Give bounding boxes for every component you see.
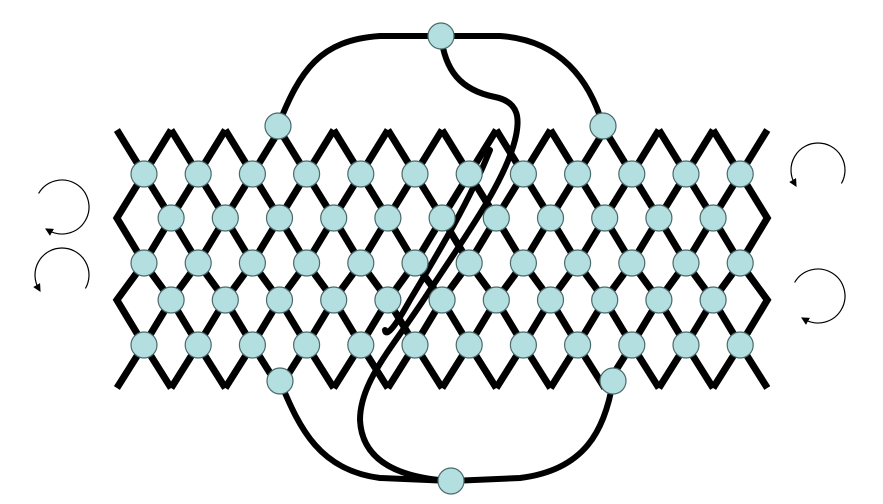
lattice-node [266, 367, 294, 395]
inner-s-strand-left [357, 33, 521, 484]
lattice-node [509, 331, 538, 359]
lattice-node [536, 204, 565, 232]
lattice-node [293, 160, 321, 188]
lattice-node [563, 249, 592, 277]
lattice-node [374, 204, 402, 232]
lattice-node [374, 286, 402, 314]
lattice-node [130, 331, 158, 359]
lattice-node [699, 204, 727, 232]
lattice-node [599, 367, 627, 395]
lattice-node [645, 286, 673, 314]
lattice-node [238, 331, 266, 359]
lattice-node [347, 160, 375, 188]
lattice-node [509, 249, 538, 277]
inner-s-strand-right [382, 147, 493, 336]
lattice-node [293, 331, 321, 359]
lattice-node [672, 331, 700, 359]
lattice-node [455, 249, 483, 277]
lattice-node [455, 331, 483, 359]
lattice-node [437, 467, 465, 495]
lattice-node [320, 286, 348, 314]
lattice-node [591, 286, 619, 314]
counterclockwise-rotation-icon [33, 247, 90, 292]
lattice-node [265, 286, 294, 314]
lattice-node [726, 249, 754, 277]
bottom-outer-loop [277, 378, 616, 484]
lattice-node [238, 249, 266, 277]
lattice-node [401, 331, 429, 359]
bridging-loops [275, 33, 616, 484]
lattice-node [536, 286, 565, 314]
counterclockwise-rotation-icon [789, 142, 846, 187]
lattice-node [428, 204, 456, 232]
lattice-node [157, 286, 185, 314]
lattice-node [482, 204, 510, 232]
lattice-node [563, 160, 592, 188]
lattice-node [184, 249, 212, 277]
lattice-node [347, 249, 375, 277]
lattice-node [211, 286, 239, 314]
lattice-node [726, 160, 754, 188]
lattice-node [130, 249, 158, 277]
rotation-icons [33, 142, 846, 325]
lattice-node [509, 160, 538, 188]
lattice-node [672, 249, 700, 277]
lattice-node [184, 160, 212, 188]
lattice-node [238, 160, 266, 188]
lattice-node [428, 286, 456, 314]
clockwise-rotation-icon [794, 268, 846, 325]
lattice-node [401, 249, 429, 277]
lattice-node [563, 331, 592, 359]
lattice-node [347, 331, 375, 359]
clockwise-rotation-icon [38, 179, 90, 236]
lattice-node [726, 331, 754, 359]
lattice-node [591, 204, 619, 232]
lattice-node [589, 112, 617, 140]
lattice-nodes [130, 22, 754, 495]
lattice-node [618, 331, 646, 359]
lattice-node [264, 112, 292, 140]
lattice-node [157, 204, 185, 232]
lattice-node [184, 331, 212, 359]
lattice-node [618, 249, 646, 277]
lattice-node [401, 160, 429, 188]
lattice-node [265, 204, 294, 232]
lattice-zigzag-lines [112, 128, 772, 390]
lattice-node [293, 249, 321, 277]
lattice-node [427, 22, 455, 50]
lattice-node [645, 204, 673, 232]
lattice-node [672, 160, 700, 188]
lattice-node [482, 286, 510, 314]
lattice-node [699, 286, 727, 314]
lattice-node [130, 160, 158, 188]
lattice-node [211, 204, 239, 232]
lattice-node [455, 160, 483, 188]
lattice-node [320, 204, 348, 232]
lattice-node [618, 160, 646, 188]
